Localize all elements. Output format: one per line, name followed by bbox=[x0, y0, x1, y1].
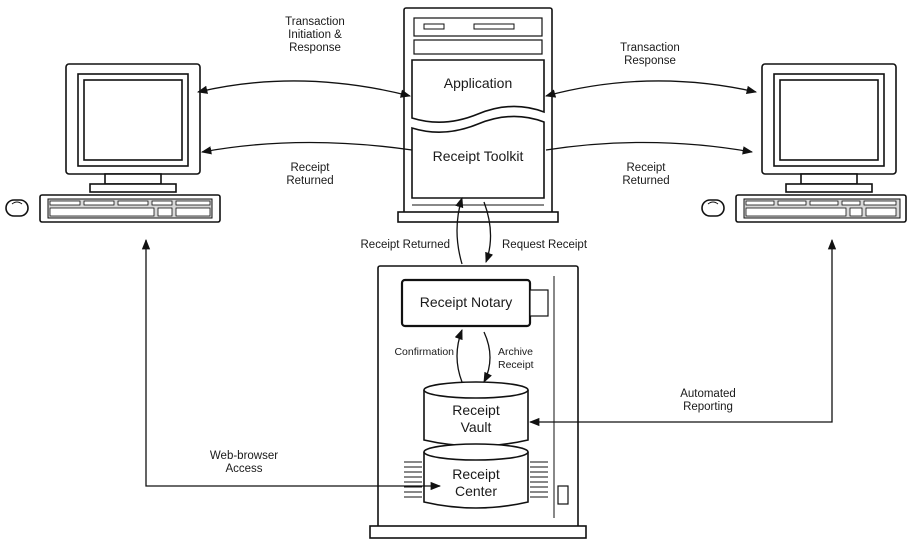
label-receipt-returned-left: Receipt Returned bbox=[286, 162, 334, 187]
label-receipt-returned-center: Receipt Returned bbox=[360, 239, 451, 251]
label-confirmation: Confirmation bbox=[394, 346, 454, 358]
left-workstation bbox=[5, 63, 221, 223]
receipt-notary-label: Receipt Notary bbox=[419, 294, 513, 310]
arrow-transaction-right bbox=[544, 80, 758, 98]
label-receipt-returned-right: Receipt Returned bbox=[622, 162, 670, 187]
arrow-request-receipt bbox=[483, 201, 494, 263]
arrow-automated-reporting bbox=[528, 238, 837, 427]
arrow-transaction-left bbox=[196, 80, 412, 98]
label-web-browser-access: Web-browser Access bbox=[209, 450, 279, 475]
application-server bbox=[397, 7, 559, 223]
label-transaction-response: Transaction Response bbox=[620, 42, 680, 67]
receipt-center-cylinder bbox=[423, 452, 529, 509]
arrow-web-browser-access bbox=[141, 238, 442, 491]
receipt-toolkit-label: Receipt Toolkit bbox=[432, 148, 524, 164]
label-automated-reporting: Automated Reporting bbox=[680, 388, 736, 413]
right-mouse bbox=[701, 199, 725, 217]
receipt-toolkit-panel bbox=[411, 115, 545, 199]
label-transaction-initiation-response: Transaction Initiation & Response bbox=[285, 16, 345, 54]
right-workstation bbox=[701, 63, 907, 223]
arrow-confirmation bbox=[454, 329, 463, 383]
receipt-vault-label: Receipt Vault bbox=[452, 402, 500, 435]
arrow-receipt-returned-right bbox=[545, 141, 754, 155]
label-request-receipt: Request Receipt bbox=[502, 239, 588, 251]
arrow-receipt-returned-left bbox=[200, 141, 413, 155]
application-panel bbox=[411, 59, 545, 123]
label-archive-receipt: Archive Receipt bbox=[498, 346, 534, 371]
application-label: Application bbox=[443, 75, 513, 91]
receipt-center-label: Receipt Center bbox=[452, 466, 500, 499]
arrow-archive-receipt bbox=[483, 331, 492, 383]
notary-lock-slot bbox=[557, 485, 569, 505]
arrow-receipt-returned-up bbox=[455, 197, 464, 265]
left-mouse bbox=[5, 199, 29, 217]
